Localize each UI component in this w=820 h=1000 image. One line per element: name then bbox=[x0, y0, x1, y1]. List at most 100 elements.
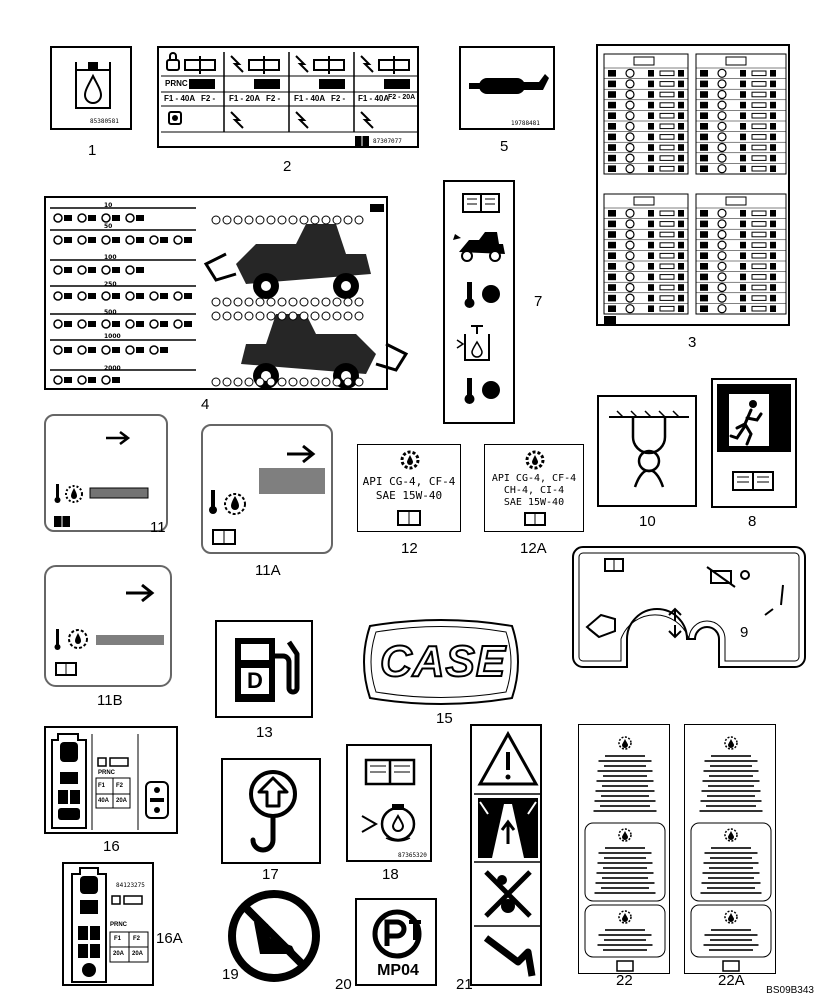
warning-triangle-icon bbox=[477, 730, 539, 786]
decal-3-fuse-relay-chart bbox=[596, 44, 790, 326]
emergency-exit-icon bbox=[717, 384, 791, 491]
interval-250: 250 bbox=[104, 281, 117, 288]
key-switch-icon bbox=[780, 584, 784, 606]
part-code: 87365320 bbox=[398, 852, 427, 859]
interval-2000: 2000 bbox=[104, 365, 121, 372]
wheel-loader-icon bbox=[453, 232, 505, 262]
figure-label-8: 8 bbox=[748, 513, 757, 530]
figure-label-12: 12 bbox=[401, 540, 418, 557]
maintenance-interval-chart bbox=[50, 204, 409, 389]
lift-hook-icon bbox=[249, 770, 297, 853]
manual-book-icon bbox=[397, 510, 421, 526]
manual-book-icon bbox=[462, 193, 500, 213]
oil-temperature-chart bbox=[584, 736, 666, 972]
part-code: 85380581 bbox=[90, 118, 119, 125]
temperature-icon bbox=[54, 629, 61, 650]
certification-code: MP04 bbox=[377, 962, 419, 979]
decal-1-hydraulic-oil: 85380581 bbox=[50, 46, 132, 130]
figure-label-2: 2 bbox=[283, 158, 292, 175]
decal-11b-coolant-level bbox=[44, 565, 172, 687]
coolant-level-graphic bbox=[54, 583, 164, 676]
brand-text: CASE bbox=[379, 636, 507, 687]
decal-17-lift-hook bbox=[221, 758, 321, 864]
battery-disconnect-icon bbox=[184, 56, 216, 74]
no-crush-icon bbox=[482, 866, 534, 922]
decal-7-coolant-warnings bbox=[443, 180, 515, 424]
battery-icon bbox=[706, 566, 736, 588]
fuse-rating-4: F1 - 40A bbox=[358, 94, 390, 103]
wheel-loader-icon bbox=[241, 314, 409, 389]
f1-amp: 20A bbox=[113, 951, 125, 957]
manual-book-icon bbox=[55, 662, 77, 676]
fuse-box-diagram bbox=[51, 733, 169, 830]
oil-temperature-chart bbox=[690, 736, 772, 972]
oil-spec-line1: API CG-4, CF-4 bbox=[362, 475, 456, 488]
interval-1000: 1000 bbox=[104, 333, 121, 340]
fuse-relay-chart-graphic bbox=[603, 53, 787, 324]
temperature-icon bbox=[54, 484, 61, 503]
decal-15-case-logo: CASE bbox=[360, 616, 522, 708]
figure-label-21: 21 bbox=[456, 976, 473, 993]
oil-spec-line1: API CG-4, CF-4 bbox=[491, 473, 577, 484]
f2-label: F2 bbox=[116, 783, 124, 789]
figure-label-16: 16 bbox=[103, 838, 120, 855]
part-code: 87307077 bbox=[373, 138, 402, 145]
decal-16-fuse-box: PRNC F1 F2 40A 20A bbox=[44, 726, 178, 834]
figure-label-4: 4 bbox=[201, 396, 210, 413]
fuse-rating-1: F1 - 40A bbox=[164, 94, 196, 103]
decal-13-diesel-fuel: D bbox=[215, 620, 313, 718]
lock-icon bbox=[111, 895, 121, 905]
manual-book-icon bbox=[364, 758, 416, 786]
figure-label-9: 9 bbox=[740, 624, 749, 641]
fuse-panel-grid bbox=[161, 52, 419, 146]
figure-label-3: 3 bbox=[688, 334, 697, 351]
engine-oil-gear-icon bbox=[397, 450, 421, 526]
lock-icon bbox=[166, 52, 180, 71]
prnc-label: PRNC bbox=[110, 922, 128, 928]
figure-label-12a: 12A bbox=[520, 540, 547, 557]
boom-crush-icon bbox=[483, 935, 536, 977]
figure-label-10: 10 bbox=[639, 513, 656, 530]
f1-label: F1 bbox=[98, 783, 106, 789]
certification-mark-icon bbox=[372, 909, 422, 959]
no-step-icon bbox=[228, 890, 320, 982]
f1-label: F1 bbox=[114, 936, 122, 942]
f2-amp: 20A bbox=[132, 951, 144, 957]
fuel-pump-icon bbox=[235, 638, 300, 702]
fuse-box-diagram bbox=[71, 867, 149, 983]
seat-icon bbox=[585, 613, 616, 639]
warning-symbols-strip bbox=[474, 730, 542, 977]
lifting-hook-icon bbox=[609, 410, 689, 488]
manual-book-icon bbox=[524, 512, 546, 526]
coolant-level-graphic bbox=[209, 444, 325, 545]
coolant-warning-symbols bbox=[453, 193, 505, 404]
interval-50: 50 bbox=[104, 223, 113, 230]
coolant-reservoir-icon bbox=[361, 804, 416, 842]
wheel-loader-icon bbox=[203, 224, 371, 299]
decal-12a-engine-oil: API CG-4, CF-4 CH-4, CI-4 SAE 15W-40 bbox=[484, 444, 584, 532]
decal-5-muffler: 19788481 bbox=[459, 46, 555, 130]
interval-100: 100 bbox=[104, 254, 117, 261]
figure-label-16a: 16A bbox=[156, 930, 183, 947]
decal-9-overhead-panel bbox=[571, 545, 807, 669]
temperature-icon bbox=[464, 378, 475, 404]
f2-label: F2 bbox=[133, 936, 141, 942]
part-code: 84123275 bbox=[116, 882, 145, 889]
decal-4-maintenance-chart: 10 50 100 250 500 1000 2000 bbox=[44, 196, 409, 390]
manual-book-icon bbox=[54, 516, 70, 527]
coolant-level-graphic bbox=[54, 431, 149, 527]
fuse-rating-2: F1 - 20A bbox=[229, 94, 261, 103]
indicator-icon bbox=[740, 570, 750, 580]
lock-icon bbox=[168, 111, 182, 125]
manual-book-icon bbox=[604, 558, 624, 572]
figure-label-18: 18 bbox=[382, 866, 399, 883]
f2-amp: 20A bbox=[116, 798, 128, 804]
muffler-icon bbox=[469, 74, 549, 94]
drawing-reference: BS09B343 bbox=[766, 985, 814, 996]
f2-label-3: F2 - bbox=[331, 94, 346, 103]
temperature-icon bbox=[209, 490, 217, 514]
figure-label-22a: 22A bbox=[718, 972, 745, 989]
manual-book-icon bbox=[604, 316, 616, 324]
prnc-label: PRNC bbox=[165, 79, 188, 88]
manual-book-icon bbox=[212, 529, 236, 545]
